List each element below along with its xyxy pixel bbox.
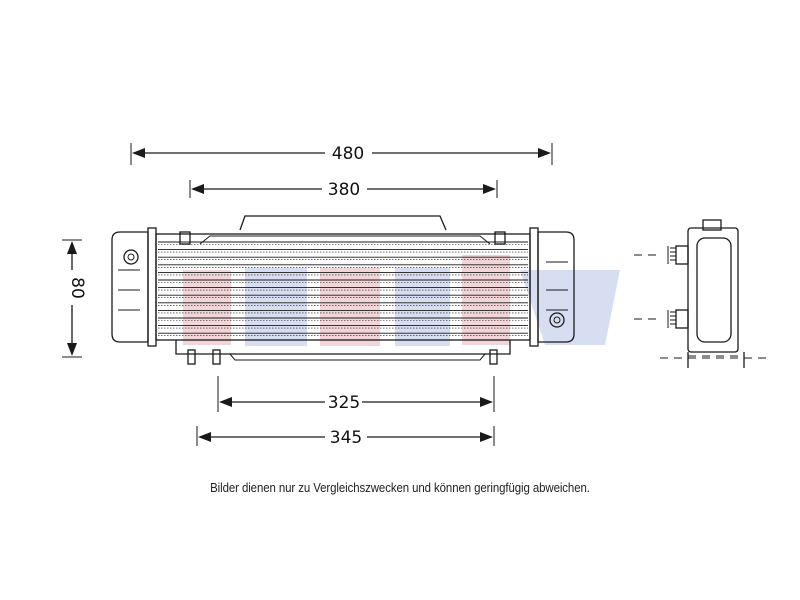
oil-cooler-side-view	[634, 219, 768, 368]
dimension-325-label: 325	[328, 393, 360, 413]
cooler-fins	[158, 241, 528, 337]
dimension-480: 480	[130, 143, 553, 165]
dimension-345-label: 345	[330, 428, 362, 448]
brand-watermark	[183, 255, 620, 346]
oil-cooler-front-view	[111, 215, 575, 365]
dimension-325: 325	[217, 376, 495, 413]
dimension-80-label: 80	[67, 277, 87, 299]
disclaimer-caption: Bilder dienen nur zu Vergleichszwecken u…	[210, 480, 590, 495]
dimension-380-label: 380	[328, 180, 360, 200]
dimension-345: 345	[196, 426, 495, 448]
dimension-380: 380	[189, 180, 498, 200]
dimension-80: 80	[62, 239, 87, 358]
dimension-480-label: 480	[332, 144, 364, 164]
